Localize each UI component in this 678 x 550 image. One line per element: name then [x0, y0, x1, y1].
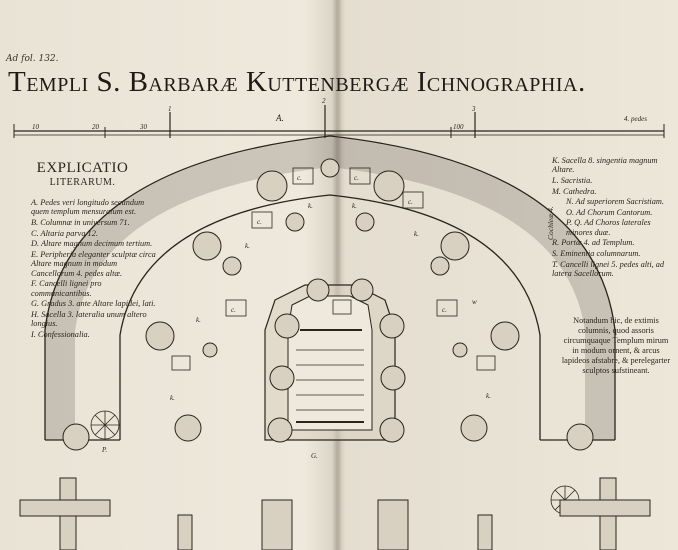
scale-bar	[13, 105, 665, 138]
scale-marker-3: 3	[471, 105, 476, 113]
legend-item-a: A. Pedes veri longitudo secundum quem te…	[31, 198, 145, 217]
scale-marker-2: 2	[322, 97, 326, 105]
legend-item-g: G. Gradus 3. ante Altare lapidei, lati.	[31, 299, 156, 309]
scale-marker-1: 1	[168, 105, 172, 113]
legend-item-n: N. Ad superiorem Sacristiam.	[566, 197, 664, 207]
svg-text:c.: c.	[231, 306, 236, 314]
svg-text:P.: P.	[101, 446, 107, 454]
legend-item-c: C. Altaria parva 12.	[31, 228, 98, 238]
legend-item-e: E. Peripheria eleganter sculptæ circa Al…	[31, 249, 156, 278]
svg-text:k.: k.	[245, 242, 250, 250]
scale-labels: 10 20 30 100 4. pedes A. 1 2 3	[32, 97, 647, 131]
legend-item-m: M. Cathedra.	[552, 186, 597, 196]
svg-text:k.: k.	[308, 202, 313, 210]
choir-columns	[267, 278, 406, 443]
scale-label-pedes: 4. pedes	[624, 115, 647, 123]
nave-piers	[19, 477, 651, 550]
legend-right-list: K. Sacella 8. singentia magnum Altare. L…	[552, 156, 670, 280]
legend-item-d: D. Altare magnum decimum tertium.	[31, 239, 153, 249]
scale-label-100: 100	[453, 123, 464, 131]
svg-text:k.: k.	[414, 230, 419, 238]
apse-columns	[62, 158, 594, 451]
folio-reference: Ad fol. 132.	[6, 54, 59, 64]
legend-item-l: L. Sacristia.	[552, 176, 593, 185]
legend-item-h: H. Sacella 3. lateralia unum altero long…	[31, 309, 147, 329]
choir-enclosure	[264, 284, 396, 441]
legend-item-r: R. Portæ 4. ad Templum.	[552, 238, 635, 248]
explicatio-heading: EXPLICATIO	[36, 160, 129, 176]
legend-item-o: O. Ad Chorum Cantorum.	[566, 207, 653, 217]
legend-item-b: B. Columnæ in universum 71.	[31, 218, 130, 227]
scale-marker-a: A.	[275, 113, 284, 123]
cochlea-label: Cochleæ 4.	[546, 206, 555, 240]
scale-label-20: 20	[92, 123, 100, 131]
explicatio-subheading: LITERARUM.	[49, 177, 116, 188]
svg-text:w: w	[472, 298, 477, 306]
chapel-altars	[171, 167, 496, 371]
svg-text:k.: k.	[170, 394, 175, 402]
plan-letter-marks: c. c. c. c. c. c. k. k. k. k. k. k. k. w…	[101, 174, 491, 460]
scale-label-30: 30	[139, 123, 148, 131]
legend-item-f: F. Cancelli lignei pro communicantibus.	[31, 279, 102, 298]
legend-item-pq: P. Q. Ad Choros laterales minores duæ.	[566, 218, 651, 237]
book-gutter	[332, 0, 342, 550]
svg-text:k.: k.	[196, 316, 201, 324]
svg-text:c.: c.	[442, 306, 447, 314]
legend-item-i: I. Confessionalia.	[31, 329, 90, 339]
svg-text:c.: c.	[257, 218, 262, 226]
explicatio-heading-block: EXPLICATIO LITERARUM.	[30, 160, 135, 188]
svg-text:c.: c.	[297, 174, 302, 182]
svg-text:G.: G.	[311, 452, 318, 460]
legend-item-t: T. Cancelli lignei 5. pedes alti, ad lat…	[552, 259, 665, 278]
svg-text:k.: k.	[352, 202, 357, 210]
columns-note: Notandum hic, de extimis columnis, quod …	[561, 316, 671, 375]
legend-item-s: S. Eminentia columnarum.	[552, 248, 641, 258]
plate-title: Templi S. Barbaræ Kuttenbergæ Ichnograph…	[8, 66, 586, 98]
svg-text:c.: c.	[408, 198, 413, 206]
svg-text:k.: k.	[486, 392, 491, 400]
svg-text:c.: c.	[354, 174, 359, 182]
legend-item-k: K. Sacella 8. singentia magnum Altare.	[552, 156, 658, 175]
scale-label-10: 10	[32, 123, 40, 131]
legend-left-list: A. Pedes veri longitudo secundum quem te…	[31, 198, 159, 340]
